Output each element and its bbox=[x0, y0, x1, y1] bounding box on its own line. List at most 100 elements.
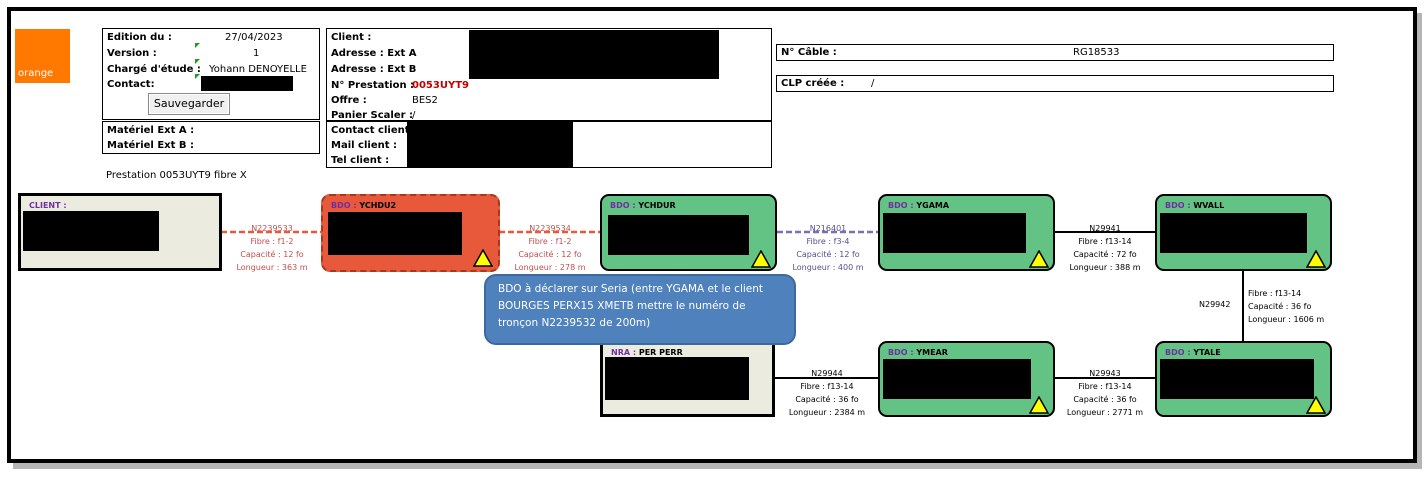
node-ymear[interactable]: BDO : YMEAR bbox=[878, 341, 1055, 417]
node-prefix: NRA : bbox=[611, 348, 637, 357]
contact-client-label: Contact client : bbox=[331, 125, 417, 136]
warning-icon bbox=[751, 250, 771, 268]
redacted-client-contact bbox=[407, 122, 573, 167]
node-prefix: BDO : bbox=[888, 201, 914, 210]
node-title: BDO : WVALL bbox=[1165, 201, 1224, 210]
node-name: YMEAR bbox=[916, 348, 948, 357]
link-longueur: Longueur : 278 m bbox=[514, 263, 586, 272]
adresse-b-label: Adresse : Ext B bbox=[331, 64, 417, 75]
link-id: N29944 bbox=[811, 369, 843, 378]
client-info-box: Client : Adresse : Ext A Adresse : Ext B… bbox=[326, 28, 772, 121]
link-capacite: Capacité : 36 fo bbox=[1073, 395, 1137, 404]
node-ychdur[interactable]: BDO : YCHDUR bbox=[600, 194, 777, 271]
warning-icon bbox=[1029, 396, 1049, 414]
link-id: N29942 bbox=[1199, 300, 1231, 309]
edition-label: Edition du : bbox=[107, 32, 172, 43]
node-nra[interactable]: NRA : PER PERR bbox=[600, 340, 775, 417]
redacted-node-content bbox=[1160, 359, 1314, 399]
offre-value: BES2 bbox=[412, 95, 438, 106]
clp-value: / bbox=[871, 78, 875, 89]
node-prefix: BDO : bbox=[1165, 348, 1191, 357]
logo-text: orange bbox=[18, 68, 54, 79]
edition-value: 27/04/2023 bbox=[225, 32, 283, 43]
link-longueur: Longueur : 400 m bbox=[792, 263, 864, 272]
redacted-node-content bbox=[23, 211, 159, 251]
link-longueur: Longueur : 1606 m bbox=[1248, 315, 1325, 324]
node-ytale[interactable]: BDO : YTALE bbox=[1155, 341, 1332, 417]
panier-value: / bbox=[412, 110, 416, 121]
offre-label: Offre : bbox=[331, 95, 367, 106]
cell-comment-marker bbox=[195, 59, 200, 64]
link-longueur: Longueur : 363 m bbox=[236, 263, 308, 272]
link-capacite: Capacité : 12 fo bbox=[240, 250, 304, 259]
node-title: BDO : YCHDUR bbox=[610, 201, 676, 210]
charge-label: Chargé d'étude : bbox=[107, 64, 201, 75]
materiel-box: Matériel Ext A : Matériel Ext B : bbox=[102, 121, 320, 154]
redacted-node-content bbox=[883, 213, 1026, 253]
node-prefix: BDO : bbox=[888, 348, 914, 357]
node-name: YCHDUR bbox=[638, 201, 676, 210]
link-fibre: Fibre : f1-2 bbox=[250, 237, 294, 246]
cable-box: N° Câble : RG18533 bbox=[776, 44, 1334, 61]
node-title: BDO : YMEAR bbox=[888, 348, 948, 357]
link-capacite: Capacité : 72 fo bbox=[1073, 250, 1137, 259]
node-prefix: BDO : bbox=[610, 201, 636, 210]
version-label: Version : bbox=[107, 48, 157, 59]
node-name: WVALL bbox=[1193, 201, 1225, 210]
node-client[interactable]: CLIENT : bbox=[18, 193, 222, 271]
link-id: N29943 bbox=[1089, 369, 1121, 378]
link-capacite: Capacité : 12 fo bbox=[518, 250, 582, 259]
link-fibre: Fibre : f13-14 bbox=[1078, 237, 1132, 246]
contact-label: Contact: bbox=[107, 79, 155, 90]
link-label-l4: N29941 Fibre : f13-14 Capacité : 72 fo L… bbox=[1063, 222, 1147, 274]
link-fibre: Fibre : f13-14 bbox=[1248, 289, 1302, 298]
link-longueur: Longueur : 388 m bbox=[1069, 263, 1141, 272]
link-label-l6: N29943 Fibre : f13-14 Capacité : 36 fo L… bbox=[1062, 367, 1148, 419]
warning-icon bbox=[473, 249, 493, 267]
link-fibre: Fibre : f13-14 bbox=[800, 382, 854, 391]
version-value: 1 bbox=[253, 48, 260, 59]
node-prefix: CLIENT : bbox=[29, 201, 67, 210]
frame-shadow-bottom bbox=[13, 463, 1422, 469]
annotation-callout: BDO à déclarer sur Seria (entre YGAMA et… bbox=[484, 274, 796, 345]
link-label-l3: N216401 Fibre : f3-4 Capacité : 12 fo Lo… bbox=[786, 222, 870, 274]
redacted-client-address bbox=[469, 30, 719, 79]
node-name: PER PERR bbox=[638, 348, 683, 357]
link-longueur: Longueur : 2771 m bbox=[1066, 408, 1144, 417]
link-label-l1: N2239533 Fibre : f1-2 Capacité : 12 fo L… bbox=[230, 222, 314, 274]
link-longueur: Longueur : 2384 m bbox=[788, 408, 866, 417]
link-capacite: Capacité : 36 fo bbox=[795, 395, 859, 404]
materiel-a-label: Matériel Ext A : bbox=[107, 125, 195, 136]
link-fibre: Fibre : f13-14 bbox=[1078, 382, 1132, 391]
mail-client-label: Mail client : bbox=[331, 140, 397, 151]
node-name: YTALE bbox=[1193, 348, 1221, 357]
redacted-node-content bbox=[328, 212, 462, 255]
link-id: N2239533 bbox=[251, 224, 293, 233]
node-ychdu2[interactable]: BDO : YCHDU2 bbox=[321, 194, 500, 272]
redacted-contact bbox=[201, 76, 293, 91]
node-prefix: BDO : bbox=[1165, 201, 1191, 210]
link-capacite: Capacité : 12 fo bbox=[796, 250, 860, 259]
save-button[interactable]: Sauvegarder bbox=[148, 93, 230, 115]
node-name: YCHDU2 bbox=[359, 201, 397, 210]
link-id: N216401 bbox=[809, 224, 847, 233]
node-wvall[interactable]: BDO : WVALL bbox=[1155, 194, 1332, 271]
link-id: N2239534 bbox=[529, 224, 571, 233]
cable-value: RG18533 bbox=[1073, 47, 1120, 58]
node-title: BDO : YCHDU2 bbox=[331, 201, 396, 210]
node-title: CLIENT : bbox=[29, 201, 67, 210]
frame-shadow-right bbox=[1417, 13, 1422, 469]
client-label: Client : bbox=[331, 32, 372, 43]
contact-client-box: Contact client : Mail client : Tel clien… bbox=[326, 121, 772, 168]
clp-box: CLP créée : / bbox=[776, 75, 1334, 92]
link-label-l5: Fibre : f13-14 Capacité : 36 fo Longueur… bbox=[1248, 287, 1330, 326]
link-fibre: Fibre : f1-2 bbox=[528, 237, 572, 246]
link-fibre: Fibre : f3-4 bbox=[806, 237, 850, 246]
node-ygama[interactable]: BDO : YGAMA bbox=[878, 194, 1055, 271]
node-title: NRA : PER PERR bbox=[611, 348, 683, 357]
redacted-node-content bbox=[605, 357, 749, 400]
warning-icon bbox=[1306, 396, 1326, 414]
link-id: N29941 bbox=[1089, 224, 1121, 233]
link-label-l5-id: N29942 bbox=[1199, 298, 1239, 311]
